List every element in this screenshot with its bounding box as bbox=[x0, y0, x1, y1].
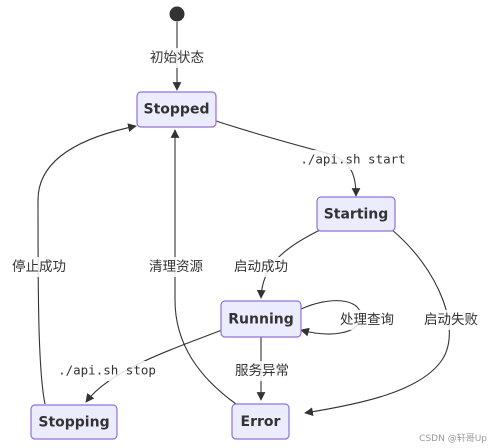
label-service-error: 服务异常 bbox=[235, 363, 289, 379]
state-error: Error bbox=[231, 403, 290, 440]
transition-labels: 初始状态 ./api.sh start 启动成功 启动失败 处理查询 服务异常 … bbox=[3, 48, 486, 381]
label-initial: 初始状态 bbox=[150, 49, 204, 66]
label-stop-success: 停止成功 bbox=[12, 258, 66, 275]
state-error-label: Error bbox=[241, 414, 281, 430]
edge-starting-to-error bbox=[304, 228, 450, 417]
label-stop-cmd: ./api.sh stop bbox=[58, 363, 156, 378]
label-cleanup: 清理资源 bbox=[149, 259, 203, 275]
edge-stopping-to-stopped bbox=[37, 123, 137, 405]
label-handle-query: 处理查询 bbox=[340, 312, 394, 328]
state-stopping: Stopping bbox=[30, 404, 118, 440]
state-starting: Starting bbox=[316, 196, 396, 232]
watermark-text: CSDN @轩哥Up bbox=[419, 432, 487, 444]
state-starting-label: Starting bbox=[324, 207, 389, 223]
state-stopping-label: Stopping bbox=[38, 415, 109, 431]
state-running: Running bbox=[220, 300, 302, 338]
label-start-cmd: ./api.sh start bbox=[300, 152, 405, 167]
label-start-fail: 启动失败 bbox=[424, 312, 478, 328]
initial-state-dot bbox=[169, 6, 185, 22]
state-stopped: Stopped bbox=[136, 91, 217, 128]
state-running-label: Running bbox=[228, 312, 293, 328]
label-start-success: 启动成功 bbox=[234, 259, 288, 275]
edge-error-to-stopped bbox=[170, 129, 237, 405]
state-stopped-label: Stopped bbox=[144, 102, 210, 118]
